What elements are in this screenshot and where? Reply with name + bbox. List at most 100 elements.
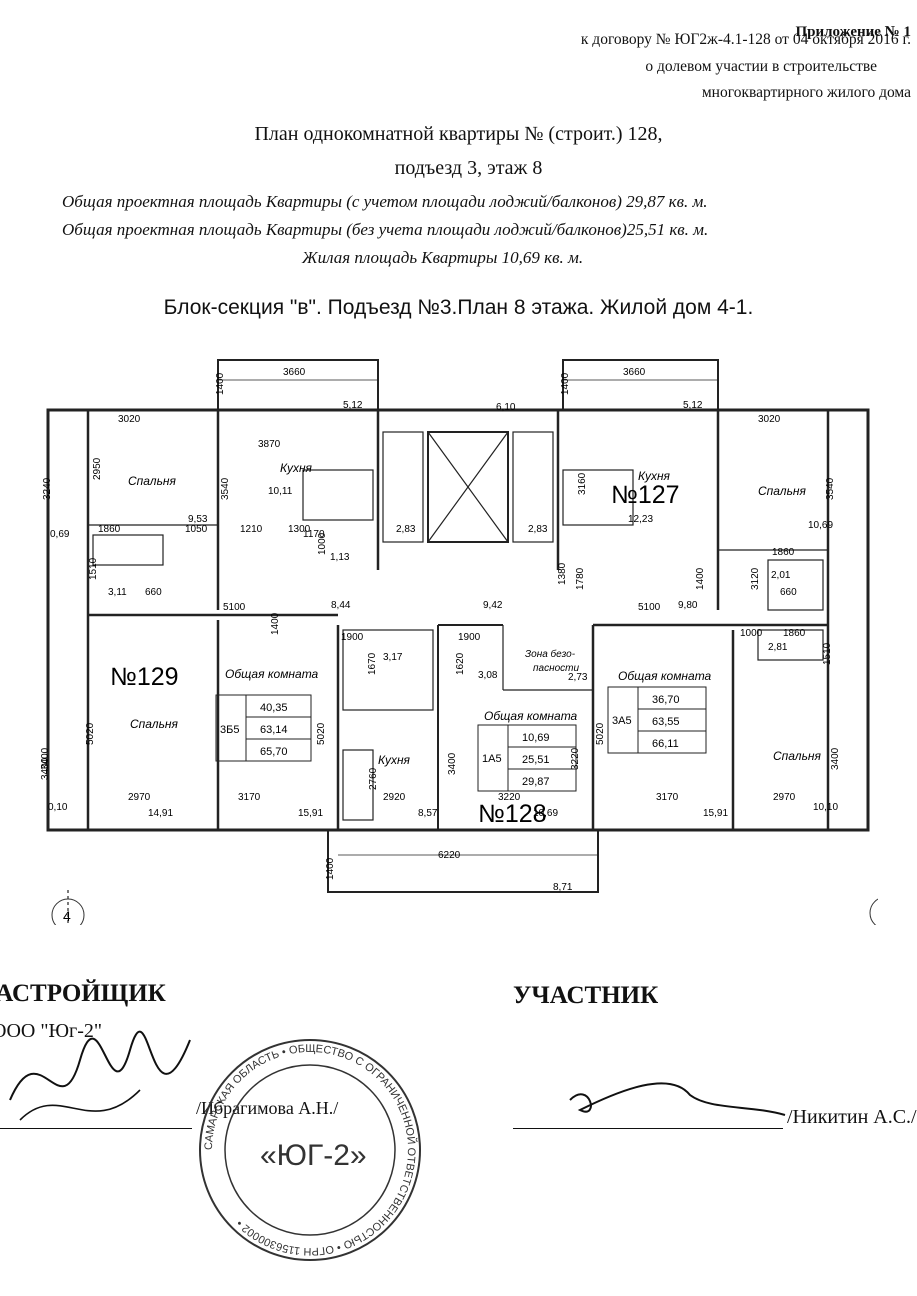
dimension-label: 10,69 [533, 808, 558, 819]
dimension-label: 3540 [220, 477, 231, 500]
room-common-127: Общая комната [618, 669, 712, 683]
stair-left [382, 431, 424, 543]
dimension-label: 3400 [40, 757, 51, 780]
dimension-label: 1510 [822, 642, 833, 665]
balcony-top-right [562, 359, 719, 411]
table-127-row1: 36,70 [652, 694, 680, 706]
dimension-label: 9,80 [678, 600, 698, 611]
dimension-label: 1000 [317, 532, 328, 555]
dimension-label: 3,08 [478, 670, 498, 681]
participant-signature [569, 1082, 786, 1116]
developer-org: ООО "Юг-2" [0, 1020, 103, 1042]
participant-name: /Никитин А.С./ [787, 1106, 917, 1128]
dimension-label: 660 [780, 587, 797, 598]
kitchen-counter-128 [342, 749, 374, 821]
dimension-label: 1400 [695, 567, 706, 590]
table-128-row1: 10,69 [522, 732, 550, 744]
room-safety-zone-line1: Зона безо- [525, 648, 576, 660]
area-total-with-loggia: Общая проектная площадь Квартиры (с учет… [62, 192, 708, 211]
dimension-label: 5,12 [683, 400, 703, 411]
dimension-label: 1670 [367, 652, 378, 675]
dimension-label: 5020 [85, 722, 96, 745]
area-total-without-loggia: Общая проектная площадь Квартиры (без уч… [62, 220, 709, 239]
dimension-label: 2,83 [396, 524, 416, 535]
kitchen-counter-129 [302, 469, 374, 521]
contract-subject: о долевом участии в строительстве [645, 58, 877, 75]
dimension-label: 660 [145, 587, 162, 598]
dimension-label: 1510 [88, 557, 99, 580]
dimension-label: 2970 [128, 792, 151, 803]
room-common-129: Общая комната [225, 667, 319, 681]
table-129-row1: 40,35 [260, 702, 288, 714]
dimension-label: 3400 [830, 747, 841, 770]
elevator-shaft [427, 431, 509, 543]
bath-127 [757, 629, 824, 661]
table-127-row2: 63,55 [652, 716, 680, 728]
dimension-label: 9,53 [188, 514, 208, 525]
dimension-label: 3870 [258, 439, 281, 450]
dimension-label: 5020 [316, 722, 327, 745]
plan-title: План однокомнатной квартиры № (строит.) … [254, 123, 663, 145]
plan-subtitle: подъезд 3, этаж 8 [394, 157, 543, 179]
dimension-label: 2,01 [771, 570, 791, 581]
dimension-label: 2920 [383, 792, 406, 803]
dimension-label: 3240 [42, 477, 53, 500]
dimension-label: 3400 [447, 752, 458, 775]
dimension-label: 15,91 [298, 808, 323, 819]
dimension-label: 3660 [283, 367, 306, 378]
area-living: Жилая площадь Квартиры 10,69 кв. м. [302, 248, 584, 267]
dimension-label: 2,83 [528, 524, 548, 535]
balcony-bottom [327, 829, 599, 893]
table-129-row3: 65,70 [260, 746, 288, 758]
contract-object: многоквартирного жилого дома [701, 84, 911, 101]
room-safety-zone-line2: пасности [533, 663, 579, 674]
dimension-label: 3020 [118, 414, 141, 425]
apartment-number-128: №128 [478, 800, 547, 828]
dimension-label: 1860 [98, 524, 121, 535]
dimension-label: 2970 [773, 792, 796, 803]
dimension-label: 5020 [595, 722, 606, 745]
table-128-code: 1А5 [482, 753, 502, 765]
dimension-label: 1400 [270, 612, 281, 635]
dimension-label: 3170 [238, 792, 261, 803]
dimension-label: 1000 [740, 628, 763, 639]
room-bedroom-129-top: Спальня [128, 474, 176, 488]
dimension-label: 0,10 [48, 802, 68, 813]
dimension-label: 1860 [772, 547, 795, 558]
table-129-code: 3Б5 [220, 724, 239, 736]
dimension-label: 2,73 [568, 672, 588, 683]
dimension-label: 1050 [185, 524, 208, 535]
apartment-number-129: №129 [110, 663, 179, 691]
dimension-label: 3160 [577, 472, 588, 495]
dimension-label: 1900 [341, 632, 364, 643]
dimension-label: 1400 [215, 372, 226, 395]
dimension-label: 2760 [368, 767, 379, 790]
developer-name: /Ибрагимова А.Н./ [196, 1098, 339, 1118]
floor-plan: 6 4 5 №129 №128 №127 Спальня Кухня Кухня… [40, 359, 878, 925]
axis-marker-bottom-right [869, 898, 878, 925]
table-128-row3: 29,87 [522, 776, 550, 788]
participant-signature-line [513, 1128, 783, 1129]
wc-127 [767, 559, 824, 611]
room-bedroom-127-bottom: Спальня [773, 749, 821, 763]
dimension-label: 1620 [455, 652, 466, 675]
dimension-label: 10,10 [813, 802, 838, 813]
dimension-label: 3170 [656, 792, 679, 803]
dimension-label: 9,42 [483, 600, 503, 611]
dimension-label: 5100 [223, 602, 246, 613]
dimension-label: 15,91 [703, 808, 728, 819]
participant-title: УЧАСТНИК [513, 982, 659, 1009]
contract-reference: к договору № ЮГ2ж-4.1-128 от 04 октября … [580, 31, 911, 48]
dimension-label: 3400 [40, 747, 51, 770]
dimension-label: 10,69 [808, 520, 833, 531]
dimension-label: 1380 [557, 562, 568, 585]
dimension-label: 3220 [570, 747, 581, 770]
room-common-128: Общая комната [484, 709, 578, 723]
dimension-label: 8,71 [553, 882, 573, 893]
room-bedroom-129-bottom: Спальня [130, 717, 178, 731]
dimension-label: 6,10 [496, 402, 516, 413]
balcony-top-left [217, 359, 379, 411]
dimension-label: 1900 [458, 632, 481, 643]
apartment-number-127: №127 [611, 481, 680, 509]
block-section-title: Блок-секция "в". Подъезд №3.План 8 этажа… [163, 296, 754, 319]
